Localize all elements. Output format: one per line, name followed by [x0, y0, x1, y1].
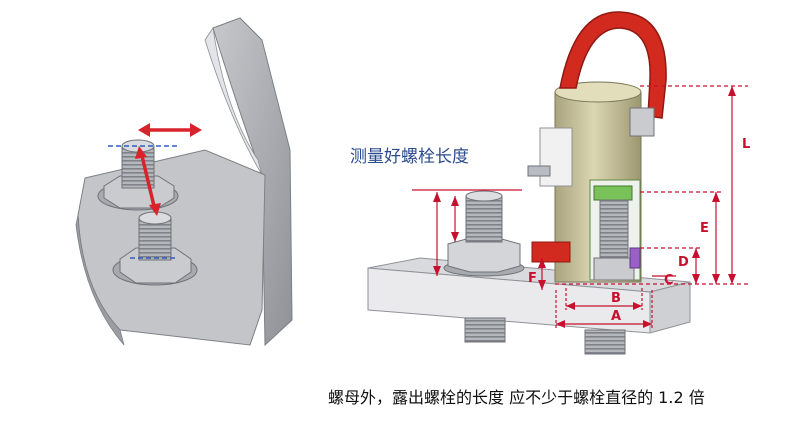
dimension-arrowheads	[433, 86, 736, 328]
dim-label-A: A	[611, 309, 621, 324]
bracket-illustration	[75, 17, 293, 347]
handle-clamp	[629, 107, 655, 137]
lower-bolt	[112, 211, 198, 286]
bolt-protrusion-rule-note: 螺母外，露出螺栓的长度 应不少于螺栓直径的 1.2 倍	[328, 388, 705, 407]
dim-label-L: L	[742, 137, 750, 152]
carry-handle	[559, 11, 667, 119]
dim-label-B: B	[611, 291, 621, 306]
dim-label-D: D	[678, 255, 689, 270]
tensioner-illustration: L E D C B A F	[367, 11, 750, 355]
left-bolt-stub	[464, 317, 506, 343]
bracket-vertical-plate	[212, 17, 293, 347]
hydraulic-coupler	[527, 165, 551, 177]
dim-label-C: C	[664, 273, 674, 288]
measure-bolt-length-note: 测量好螺栓长度	[350, 147, 469, 167]
bracket-base-edge	[75, 214, 125, 346]
inner-nut	[593, 257, 635, 281]
red-valve	[531, 241, 571, 263]
measured-bolt	[443, 190, 525, 277]
dim-label-F: F	[528, 271, 537, 286]
side-block	[539, 127, 573, 187]
flange-side	[649, 281, 691, 334]
right-bolt-stub	[584, 329, 626, 355]
dim-label-E: E	[700, 221, 709, 236]
inner-bolt	[599, 199, 629, 261]
socket-purple	[629, 247, 641, 269]
spacing-arrows	[135, 123, 202, 216]
inner-nut-green	[593, 185, 633, 201]
